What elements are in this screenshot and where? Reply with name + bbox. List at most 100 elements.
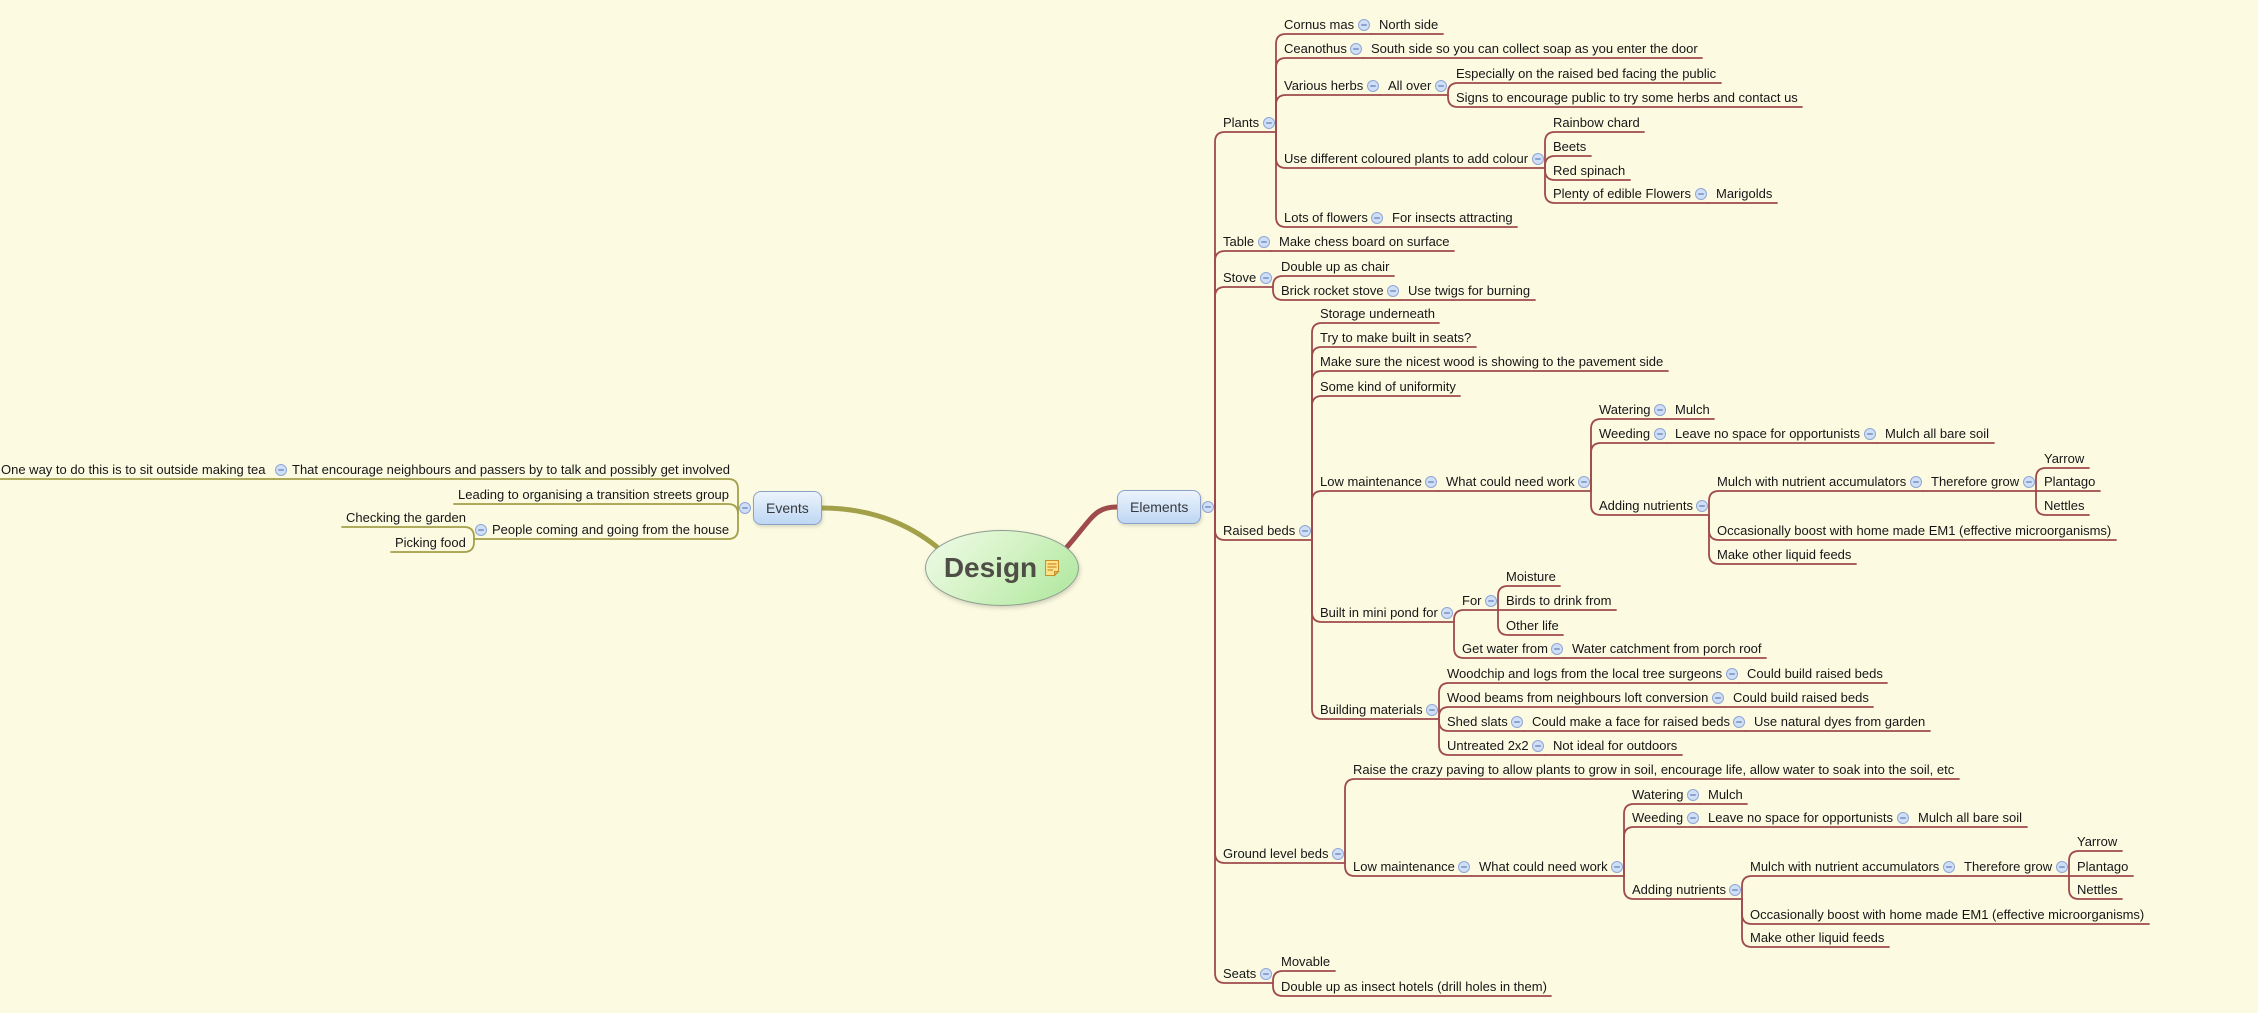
mindmap-node-allover[interactable]: All over bbox=[1388, 78, 1432, 93]
mindmap-node-seats[interactable]: Seats bbox=[1223, 966, 1257, 981]
mindmap-node-woodbeams[interactable]: Wood beams from neighbours loft conversi… bbox=[1447, 690, 1709, 705]
mindmap-node-chair[interactable]: Double up as chair bbox=[1281, 259, 1390, 274]
collapse-icon[interactable] bbox=[1332, 848, 1344, 860]
mindmap-node-grow2[interactable]: Therefore grow bbox=[1964, 859, 2053, 874]
collapse-icon[interactable] bbox=[1654, 404, 1666, 416]
collapse-icon[interactable] bbox=[1864, 428, 1876, 440]
mindmap-node-weeding1[interactable]: Weeding bbox=[1599, 426, 1651, 441]
mindmap-node-liquid1[interactable]: Make other liquid feeds bbox=[1717, 547, 1852, 562]
branch-node-elements[interactable]: Elements bbox=[1117, 490, 1202, 524]
collapse-icon[interactable] bbox=[2056, 861, 2068, 873]
mindmap-node-plantago2[interactable]: Plantago bbox=[2077, 859, 2129, 874]
collapse-icon[interactable] bbox=[1910, 476, 1922, 488]
collapse-icon[interactable] bbox=[1387, 285, 1399, 297]
collapse-icon[interactable] bbox=[475, 524, 487, 536]
collapse-icon[interactable] bbox=[1578, 476, 1590, 488]
branch-node-events[interactable]: Events bbox=[753, 491, 822, 525]
mindmap-node-accum1[interactable]: Mulch with nutrient accumulators bbox=[1717, 474, 1907, 489]
mindmap-node-hotels[interactable]: Double up as insect hotels (drill holes … bbox=[1281, 979, 1547, 994]
mindmap-node-face[interactable]: Could make a face for raised beds bbox=[1532, 714, 1730, 729]
mindmap-node-thatenc[interactable]: That encourage neighbours and passers by… bbox=[292, 462, 730, 477]
mindmap-node-otherlife[interactable]: Other life bbox=[1506, 618, 1559, 633]
mindmap-node-em1b[interactable]: Occasionally boost with home made EM1 (e… bbox=[1750, 907, 2145, 922]
collapse-icon[interactable] bbox=[1371, 212, 1383, 224]
mindmap-node-beets[interactable]: Beets bbox=[1553, 139, 1587, 154]
collapse-icon[interactable] bbox=[1687, 789, 1699, 801]
mindmap-node-grow1[interactable]: Therefore grow bbox=[1931, 474, 2020, 489]
mindmap-node-picking[interactable]: Picking food bbox=[395, 535, 466, 550]
mindmap-node-getwater[interactable]: Get water from bbox=[1462, 641, 1548, 656]
collapse-icon[interactable] bbox=[1202, 501, 1214, 513]
collapse-icon[interactable] bbox=[1532, 153, 1544, 165]
mindmap-node-nutrients2[interactable]: Adding nutrients bbox=[1632, 882, 1726, 897]
mindmap-node-watering1[interactable]: Watering bbox=[1599, 402, 1651, 417]
mindmap-node-storage[interactable]: Storage underneath bbox=[1320, 306, 1435, 321]
mindmap-node-checking[interactable]: Checking the garden bbox=[346, 510, 466, 525]
collapse-icon[interactable] bbox=[1441, 607, 1453, 619]
mindmap-node-woodchip[interactable]: Woodchip and logs from the local tree su… bbox=[1447, 666, 1723, 681]
collapse-icon[interactable] bbox=[1897, 812, 1909, 824]
mindmap-node-lotsflowers[interactable]: Lots of flowers bbox=[1284, 210, 1368, 225]
mindmap-node-rocket[interactable]: Brick rocket stove bbox=[1281, 283, 1384, 298]
mindmap-node-cornus[interactable]: Cornus mas bbox=[1284, 17, 1355, 32]
mindmap-node-liquid2[interactable]: Make other liquid feeds bbox=[1750, 930, 1885, 945]
mindmap-node-yarrow1[interactable]: Yarrow bbox=[2044, 451, 2085, 466]
mindmap-node-shedslats[interactable]: Shed slats bbox=[1447, 714, 1508, 729]
collapse-icon[interactable] bbox=[1687, 812, 1699, 824]
mindmap-node-em1a[interactable]: Occasionally boost with home made EM1 (e… bbox=[1717, 523, 2112, 538]
collapse-icon[interactable] bbox=[1263, 117, 1275, 129]
collapse-icon[interactable] bbox=[1260, 968, 1272, 980]
collapse-icon[interactable] bbox=[1260, 272, 1272, 284]
collapse-icon[interactable] bbox=[1611, 861, 1623, 873]
mindmap-node-signs[interactable]: Signs to encourage public to try some he… bbox=[1456, 90, 1798, 105]
mindmap-node-lowmaint1[interactable]: Low maintenance bbox=[1320, 474, 1422, 489]
collapse-icon[interactable] bbox=[1458, 861, 1470, 873]
collapse-icon[interactable] bbox=[1350, 43, 1362, 55]
mindmap-node-ceanothus[interactable]: Ceanothus bbox=[1284, 41, 1347, 56]
collapse-icon[interactable] bbox=[1367, 80, 1379, 92]
mindmap-node-mulch1[interactable]: Mulch bbox=[1675, 402, 1710, 417]
collapse-icon[interactable] bbox=[275, 464, 287, 476]
mindmap-node-nicewood[interactable]: Make sure the nicest wood is showing to … bbox=[1320, 354, 1664, 369]
mindmap-node-nospace2[interactable]: Leave no space for opportunists bbox=[1708, 810, 1894, 825]
collapse-icon[interactable] bbox=[1299, 525, 1311, 537]
mindmap-node-herbs[interactable]: Various herbs bbox=[1284, 78, 1364, 93]
mindmap-node-birds[interactable]: Birds to drink from bbox=[1506, 593, 1612, 608]
mindmap-node-marigolds[interactable]: Marigolds bbox=[1716, 186, 1773, 201]
collapse-icon[interactable] bbox=[1943, 861, 1955, 873]
mindmap-node-dyes[interactable]: Use natural dyes from garden bbox=[1754, 714, 1926, 729]
collapse-icon[interactable] bbox=[739, 502, 751, 514]
mindmap-node-raised[interactable]: Raised beds bbox=[1223, 523, 1296, 538]
collapse-icon[interactable] bbox=[1258, 236, 1270, 248]
mindmap-node-bare2[interactable]: Mulch all bare soil bbox=[1918, 810, 2023, 825]
mindmap-node-untreated[interactable]: Untreated 2x2 bbox=[1447, 738, 1529, 753]
mindmap-node-mulch2[interactable]: Mulch bbox=[1708, 787, 1743, 802]
mindmap-node-leading[interactable]: Leading to organising a transition stree… bbox=[458, 487, 730, 502]
mindmap-node-especially[interactable]: Especially on the raised bed facing the … bbox=[1456, 66, 1717, 81]
mindmap-node-chess[interactable]: Make chess board on surface bbox=[1279, 234, 1450, 249]
mindmap-node-edible[interactable]: Plenty of edible Flowers bbox=[1553, 186, 1692, 201]
mindmap-node-accum2[interactable]: Mulch with nutrient accumulators bbox=[1750, 859, 1940, 874]
mindmap-node-tryseats[interactable]: Try to make built in seats? bbox=[1320, 330, 1472, 345]
collapse-icon[interactable] bbox=[1696, 500, 1708, 512]
mindmap-node-watering2[interactable]: Watering bbox=[1632, 787, 1684, 802]
collapse-icon[interactable] bbox=[1654, 428, 1666, 440]
collapse-icon[interactable] bbox=[2023, 476, 2035, 488]
mindmap-node-oneway[interactable]: One way to do this is to sit outside mak… bbox=[1, 462, 266, 477]
collapse-icon[interactable] bbox=[1425, 476, 1437, 488]
mindmap-node-moisture[interactable]: Moisture bbox=[1506, 569, 1556, 584]
collapse-icon[interactable] bbox=[1511, 716, 1523, 728]
mindmap-node-rainbow[interactable]: Rainbow chard bbox=[1553, 115, 1640, 130]
mindmap-node-redspinach[interactable]: Red spinach bbox=[1553, 163, 1626, 178]
mindmap-node-stove[interactable]: Stove bbox=[1223, 270, 1257, 285]
mindmap-node-ground[interactable]: Ground level beds bbox=[1223, 846, 1329, 861]
collapse-icon[interactable] bbox=[1726, 668, 1738, 680]
mindmap-node-materials[interactable]: Building materials bbox=[1320, 702, 1423, 717]
mindmap-node-table[interactable]: Table bbox=[1223, 234, 1255, 249]
mindmap-node-movable[interactable]: Movable bbox=[1281, 954, 1331, 969]
mindmap-node-notideal[interactable]: Not ideal for outdoors bbox=[1553, 738, 1678, 753]
collapse-icon[interactable] bbox=[1733, 716, 1745, 728]
mindmap-node-build1[interactable]: Could build raised beds bbox=[1747, 666, 1883, 681]
mindmap-node-nettles2[interactable]: Nettles bbox=[2077, 882, 2118, 897]
mindmap-node-work2[interactable]: What could need work bbox=[1479, 859, 1608, 874]
